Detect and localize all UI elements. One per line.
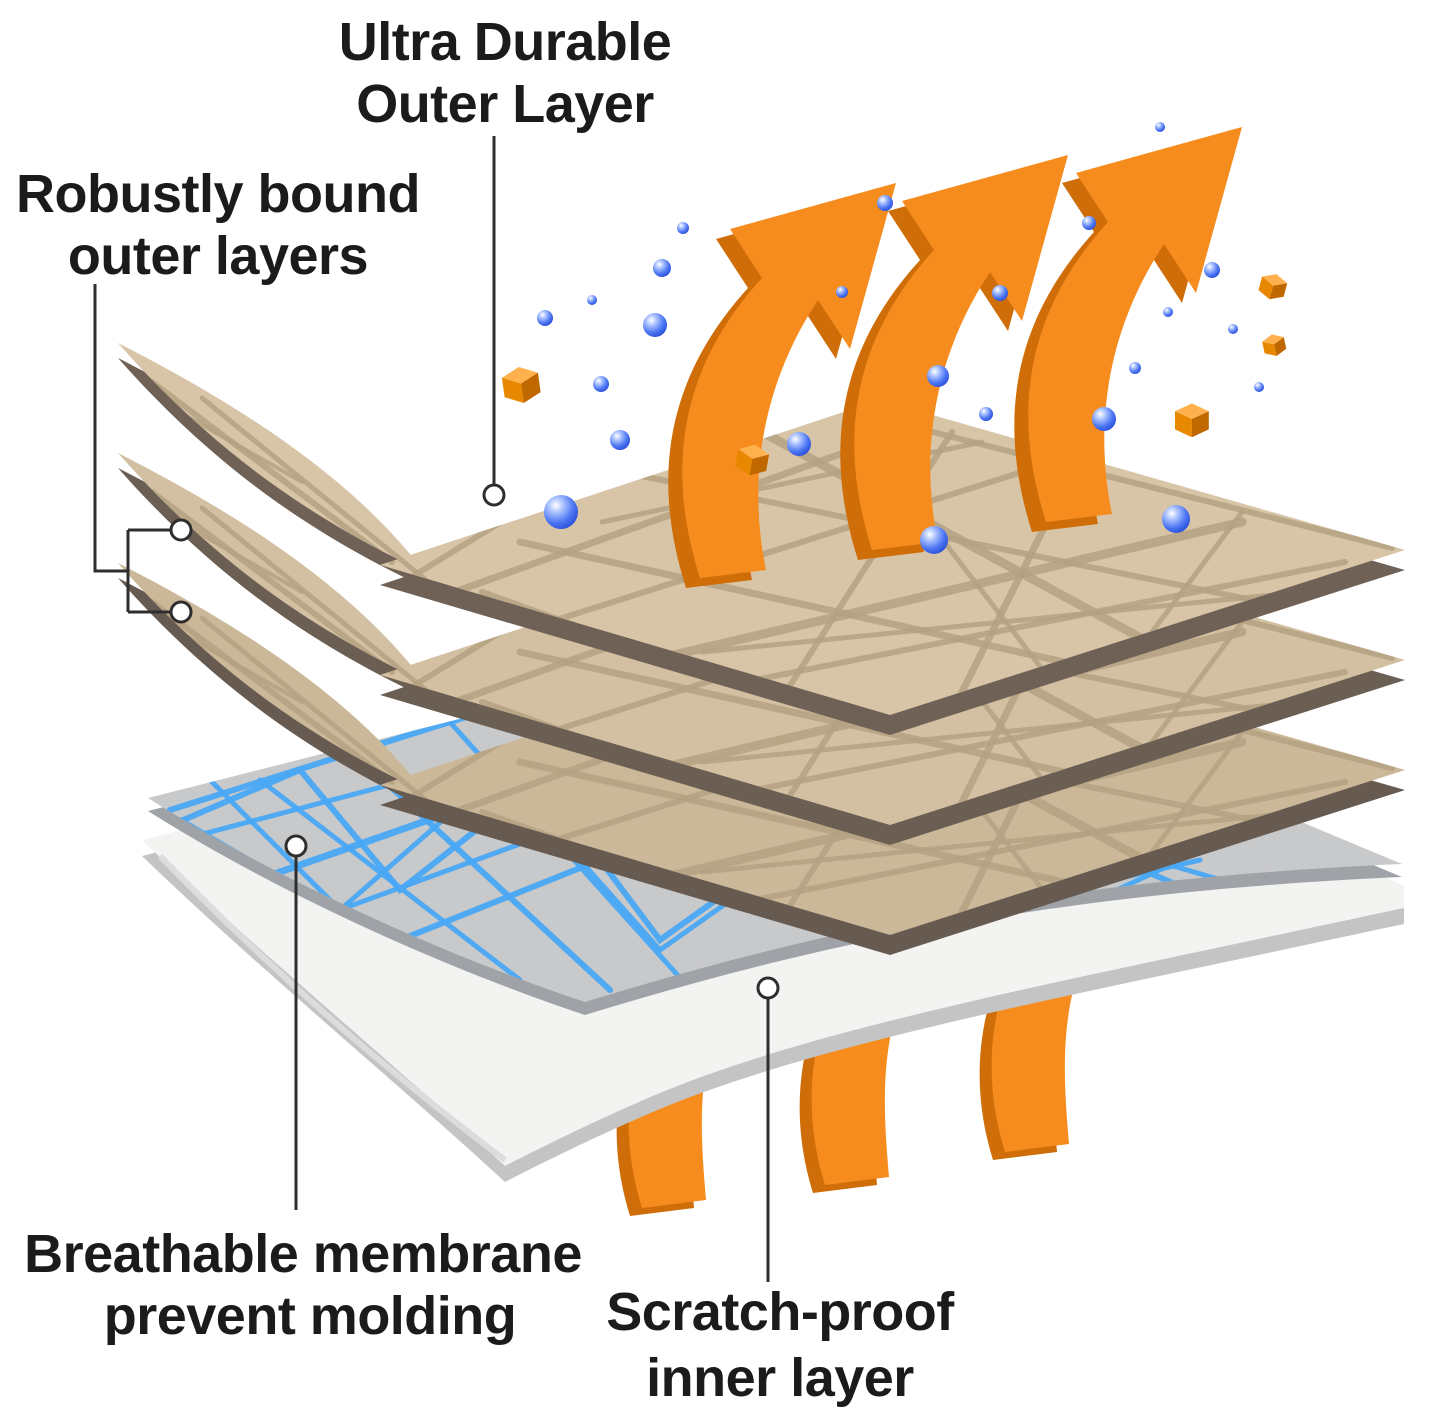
dirt-particle-icon <box>1261 332 1288 359</box>
dirt-particle-icon <box>1256 270 1289 303</box>
water-droplet-icon <box>1204 262 1220 278</box>
water-droplet-icon <box>537 310 553 326</box>
label-outer-layer-line1: Ultra Durable <box>339 12 672 72</box>
dirt-particle-icon <box>500 364 542 406</box>
inner-layer <box>142 648 1404 1182</box>
marker-outer-layer <box>482 483 506 507</box>
water-droplet-icon <box>927 365 949 387</box>
label-bound-layers-line2: outer layers <box>68 226 368 286</box>
water-droplet-icon <box>1254 382 1264 392</box>
water-droplet-icon <box>787 432 811 456</box>
marker-membrane <box>284 834 308 858</box>
inner-layer-curve-highlight <box>157 853 507 1163</box>
label-membrane-line2: prevent molding <box>104 1286 517 1346</box>
water-droplet-icon <box>1163 307 1173 317</box>
water-droplet-icon <box>677 222 689 234</box>
label-membrane-line1: Breathable membrane <box>24 1224 582 1284</box>
water-droplet-icon <box>587 295 597 305</box>
water-droplet-icon <box>643 313 667 337</box>
leader-line-bound-layers <box>93 284 170 614</box>
water-droplet-icon <box>593 376 609 392</box>
label-bound-layers-line1: Robustly bound <box>16 164 420 224</box>
water-droplet-icon <box>1155 122 1165 132</box>
water-droplet-icon <box>992 285 1008 301</box>
water-droplet-icon <box>877 195 893 211</box>
label-outer-layer-line2: Outer Layer <box>356 74 654 134</box>
water-droplet-icon <box>1092 407 1116 431</box>
water-droplet-icon <box>979 407 993 421</box>
water-droplets <box>537 122 1264 554</box>
water-droplet-icon <box>1129 362 1141 374</box>
leader-lines <box>93 136 780 1282</box>
water-droplet-icon <box>1082 216 1096 230</box>
marker-bound-layer-1 <box>169 518 193 542</box>
label-inner-layer-line2: inner layer <box>646 1348 914 1408</box>
label-inner-layer-line1: Scratch-proof <box>606 1282 955 1342</box>
marker-inner-layer <box>756 976 780 1000</box>
water-droplet-icon <box>653 259 671 277</box>
labels: Ultra Durable Outer Layer Robustly bound… <box>16 12 956 1408</box>
marker-bound-layer-2 <box>169 600 193 624</box>
water-droplet-icon <box>920 526 948 554</box>
water-droplet-icon <box>1228 324 1238 334</box>
water-droplet-icon <box>836 286 848 298</box>
water-droplet-icon <box>1162 505 1190 533</box>
dirt-particle-icon <box>1175 403 1209 438</box>
water-droplet-icon <box>544 495 578 529</box>
water-droplet-icon <box>610 430 630 450</box>
